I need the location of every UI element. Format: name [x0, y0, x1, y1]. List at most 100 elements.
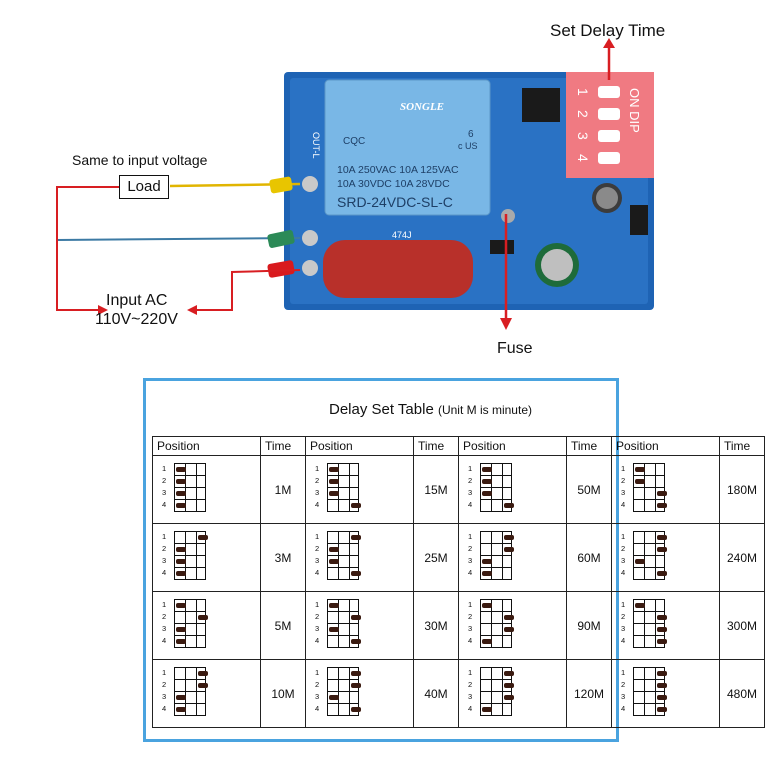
- switch-on-knob: [351, 571, 361, 576]
- dip-number: 4: [468, 500, 473, 509]
- dip-number: 3: [621, 556, 626, 565]
- switch-on-knob: [198, 535, 208, 540]
- switch-on-knob: [504, 503, 514, 508]
- dip-number: 1: [162, 464, 167, 473]
- switch-off-knob: [635, 559, 645, 564]
- switch-off-knob: [635, 467, 645, 472]
- dip-number: 2: [315, 544, 320, 553]
- dip-number: 1: [468, 532, 473, 541]
- relay-component: [324, 79, 491, 216]
- dip-number: 3: [162, 624, 167, 633]
- header-position: Position: [611, 436, 720, 456]
- switch-off-knob: [176, 707, 186, 712]
- dip-number: 4: [621, 636, 626, 645]
- dip-number: 1: [315, 532, 320, 541]
- dip-number: 2: [315, 612, 320, 621]
- header-position: Position: [305, 436, 414, 456]
- delay-time-value: 30M: [413, 591, 459, 660]
- switch-off-knob: [329, 491, 339, 496]
- dip-number: 2: [468, 544, 473, 553]
- switch-off-knob: [329, 627, 339, 632]
- dip-number: 1: [621, 668, 626, 677]
- dip-number: 2: [621, 476, 626, 485]
- switch-off-knob: [482, 479, 492, 484]
- delay-time-value: 90M: [566, 591, 612, 660]
- switch-on-knob: [657, 627, 667, 632]
- delay-time-value: 180M: [719, 455, 765, 524]
- dip-number: 1: [621, 464, 626, 473]
- dip-number: 1: [315, 464, 320, 473]
- film-capacitor: [323, 240, 473, 298]
- dip-number: 4: [162, 568, 167, 577]
- delay-time-value: 480M: [719, 659, 765, 728]
- header-time: Time: [719, 436, 765, 456]
- wire-red-right: [197, 269, 301, 311]
- dip-number: 3: [315, 692, 320, 701]
- dip-number: 3: [162, 692, 167, 701]
- switch-on-knob: [657, 615, 667, 620]
- dip-number: 1: [468, 668, 473, 677]
- dip-number: 3: [162, 556, 167, 565]
- switch-off-knob: [176, 603, 186, 608]
- header-time: Time: [566, 436, 612, 456]
- dip-number: 1: [315, 600, 320, 609]
- dip-number: 3: [315, 488, 320, 497]
- dip-number: 2: [468, 612, 473, 621]
- delay-time-value: 50M: [566, 455, 612, 524]
- delay-time-value: 25M: [413, 523, 459, 592]
- switch-on-knob: [351, 671, 361, 676]
- switch-off-knob: [329, 547, 339, 552]
- dip-num-4: 4: [575, 154, 591, 162]
- table-title-text: Delay Set Table: [329, 401, 434, 418]
- dip-number: 2: [468, 476, 473, 485]
- dip-on-label: ON DIP: [627, 88, 642, 133]
- switch-off-knob: [635, 479, 645, 484]
- switch-on-knob: [657, 571, 667, 576]
- switch-on-knob: [657, 491, 667, 496]
- switch-off-knob: [176, 479, 186, 484]
- table-header-row: Position Time Position Time Position Tim…: [152, 436, 765, 456]
- dip-number: 4: [162, 500, 167, 509]
- switch-on-knob: [351, 615, 361, 620]
- out-label: OUT-L: [311, 132, 321, 159]
- dip-number: 4: [315, 500, 320, 509]
- switch-on-knob: [198, 671, 208, 676]
- dip-number: 3: [621, 488, 626, 497]
- relay-brand: SONGLE: [400, 101, 444, 113]
- switch-on-knob: [504, 627, 514, 632]
- table-subtitle: (Unit M is minute): [437, 403, 532, 417]
- delay-time-value: 240M: [719, 523, 765, 592]
- switch-off-knob: [176, 491, 186, 496]
- delay-time-value: 15M: [413, 455, 459, 524]
- dip-number: 4: [468, 704, 473, 713]
- dip-number: 4: [315, 568, 320, 577]
- switch-on-knob: [198, 615, 208, 620]
- dip-number: 3: [162, 488, 167, 497]
- switch-off-knob: [329, 467, 339, 472]
- switch-on-knob: [504, 695, 514, 700]
- relay-ul: c US: [458, 141, 478, 151]
- delay-time-value: 120M: [566, 659, 612, 728]
- dip-number: 4: [621, 568, 626, 577]
- dip-number: 1: [621, 532, 626, 541]
- switch-off-knob: [176, 559, 186, 564]
- delay-time-value: 1M: [260, 455, 306, 524]
